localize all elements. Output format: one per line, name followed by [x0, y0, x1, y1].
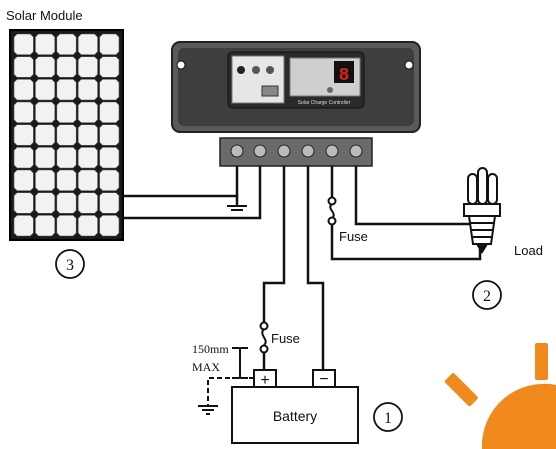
spacing-max-label: MAX: [192, 360, 220, 374]
indicator-led-1: [237, 66, 245, 74]
solar-cell: [56, 169, 77, 191]
battery-negative-sign: −: [319, 371, 328, 388]
button-dot: [327, 87, 333, 93]
fuse-load-icon: [327, 196, 337, 226]
load-positive-wire-lower: [330, 225, 482, 261]
terminal-screws: [230, 144, 363, 158]
battery-positive-wire-upper: [262, 166, 286, 322]
solar-cell: [77, 192, 98, 214]
fuse-battery-icon: [259, 321, 269, 354]
load-bulb-icon: [463, 167, 501, 254]
controller-caption: Solar Charge Controller: [298, 100, 351, 106]
solar-cell: [56, 33, 77, 55]
indicator-led-2: [252, 66, 260, 74]
solar-cell: [13, 33, 34, 55]
solar-cell: [99, 124, 120, 146]
solar-module-label: Solar Module: [6, 8, 83, 23]
solar-panel: [9, 29, 124, 241]
callout-load: 2: [472, 280, 502, 310]
solar-cell: [77, 101, 98, 123]
load-negative-wire: [354, 166, 470, 226]
solar-cell: [56, 124, 77, 146]
mount-hole-left: [176, 60, 186, 70]
spacing-bracket-icon: [232, 347, 248, 379]
solar-cell: [56, 101, 77, 123]
solar-cell: [35, 33, 56, 55]
battery-symbol: [261, 85, 279, 97]
callout-battery-number: 1: [384, 410, 392, 427]
solar-cell: [13, 169, 34, 191]
solar-cell: [13, 147, 34, 169]
solar-cell: [99, 192, 120, 214]
battery-positive-sign: +: [260, 372, 269, 389]
callout-battery: 1: [373, 402, 403, 432]
solar-cell: [13, 79, 34, 101]
solar-cell: [77, 215, 98, 237]
solar-cell: [56, 56, 77, 78]
indicator-led-3: [266, 66, 274, 74]
solar-cell: [77, 147, 98, 169]
terminal-block: [219, 137, 373, 167]
battery-label: Battery: [273, 408, 317, 424]
solar-cell: [35, 79, 56, 101]
callout-solar-number: 3: [66, 257, 74, 274]
fuse-battery-label: Fuse: [271, 331, 300, 346]
solar-positive-wire: [123, 166, 262, 220]
solar-cell: [99, 56, 120, 78]
solar-cell: [99, 147, 120, 169]
solar-cell: [77, 56, 98, 78]
solar-cell: [13, 124, 34, 146]
solar-cell: [99, 79, 120, 101]
solar-cell: [99, 215, 120, 237]
solar-cell: [13, 56, 34, 78]
solar-cell: [35, 124, 56, 146]
solar-cell: [77, 169, 98, 191]
solar-cell: [56, 192, 77, 214]
load-label: Load: [514, 243, 543, 258]
solar-cell: [99, 33, 120, 55]
seven-segment-display: [334, 61, 354, 83]
battery: [231, 369, 359, 444]
solar-cell: [99, 101, 120, 123]
solar-negative-wire: [123, 166, 239, 198]
solar-cell: [56, 79, 77, 101]
solar-cell: [13, 192, 34, 214]
callout-load-number: 2: [483, 288, 491, 305]
wiring: [123, 166, 482, 370]
solar-cell: [35, 169, 56, 191]
charge-controller: 8 Solar Charge Controller: [171, 41, 421, 167]
solar-cell: [35, 147, 56, 169]
solar-cells: [13, 33, 120, 237]
display-digit: 8: [339, 66, 350, 86]
solar-cell: [56, 215, 77, 237]
solar-cell: [77, 124, 98, 146]
solar-cell: [77, 79, 98, 101]
mount-hole-right: [404, 60, 414, 70]
solar-cell: [13, 101, 34, 123]
spacing-value-label: 150mm: [192, 342, 229, 356]
fuse-load-label: Fuse: [339, 229, 368, 244]
solar-cell: [35, 56, 56, 78]
solar-cell: [99, 169, 120, 191]
battery-negative-wire: [306, 166, 325, 370]
solar-cell: [35, 215, 56, 237]
solar-cell: [35, 192, 56, 214]
sun-logo-icon: [444, 343, 556, 449]
battery-negative-terminal: [312, 369, 336, 388]
callout-solar: 3: [55, 249, 85, 279]
battery-ground: [198, 377, 254, 415]
solar-cell: [77, 33, 98, 55]
solar-cell: [13, 215, 34, 237]
solar-cell: [35, 101, 56, 123]
solar-cell: [56, 147, 77, 169]
ground-icon: [227, 205, 247, 211]
